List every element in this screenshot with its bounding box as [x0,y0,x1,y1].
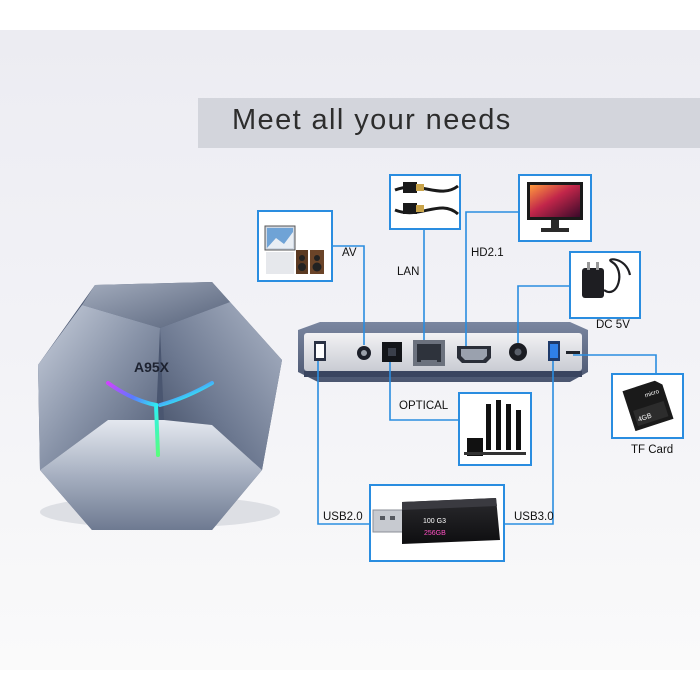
micro-sd-card-icon: 4GB micro [622,380,674,432]
usb-capacity-label: 256GB [424,530,446,537]
rear-panel-device [298,322,588,382]
page-title: Meet all your needs [232,104,512,136]
lan-label: LAN [397,266,420,278]
usb3-label: USB3.0 [514,511,554,523]
title-band [198,98,700,148]
tv-speaker-icon [264,225,324,274]
monitor-icon [527,182,583,232]
sd-brand-label: micro [644,389,660,399]
connector-lines [317,211,657,525]
usb-flash-drive-icon: 100 G3 256GB [372,498,500,544]
ethernet-cable-icon [394,182,459,216]
lan-cable-frame [389,174,461,230]
hdmi-label: HD2.1 [471,247,504,259]
speaker-system-icon [464,400,526,456]
brand-logo: A95X [134,359,170,375]
power-adapter-icon [582,258,632,298]
usb2-label: USB2.0 [323,511,363,523]
optical-label: OPTICAL [399,400,449,412]
tf-slot [566,351,580,354]
usb-model-label: 100 G3 [423,518,446,525]
tf-card-label: TF Card [631,444,674,456]
sd-capacity-label: 4GB [637,413,653,424]
av-label: AV [342,247,357,259]
tv-box-product: A95X [38,282,282,530]
power-adapter-frame [569,251,641,319]
dc-label: DC 5V [596,319,630,331]
